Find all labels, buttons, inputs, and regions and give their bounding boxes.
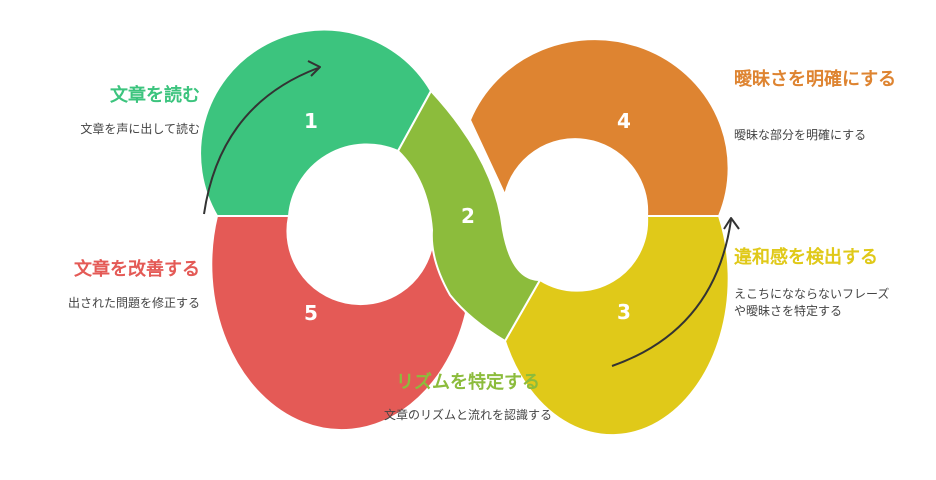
step-3-title: 違和感を検出する [734,247,878,268]
segment-3 [503,215,730,437]
step-4-description: 曖昧な部分を明確にする [734,128,867,142]
step-5-title: 文章を改善する [74,259,200,280]
step-5-description: 出された問題を修正する [67,296,200,310]
step-1-description: 文章を声に出して読む [80,122,200,136]
arrow-right-cycle [611,219,732,367]
step-4-title: 曖昧さを明確にする [734,69,897,90]
segment-2 [396,89,542,343]
step-2-description: 文章のリズムと流れを認識する [383,408,552,422]
step-number-2: 2 [461,204,475,228]
step-number-5: 5 [304,301,318,325]
arrow-right-head-icon [723,217,740,230]
step-number-1: 1 [304,109,318,133]
arrow-left-cycle [203,67,319,215]
step-1-title: 文章を読む [110,85,200,106]
arrow-left-head-icon [307,60,321,77]
step-3-description: えこちになならないフレーズや曖昧さを特定する [734,287,890,318]
segment-1 [199,28,433,217]
step-2-title: リズムを特定する [396,372,540,393]
segment-4 [468,38,730,217]
segment-5 [210,215,468,432]
step-number-4: 4 [617,109,631,133]
step-number-3: 3 [617,300,631,324]
